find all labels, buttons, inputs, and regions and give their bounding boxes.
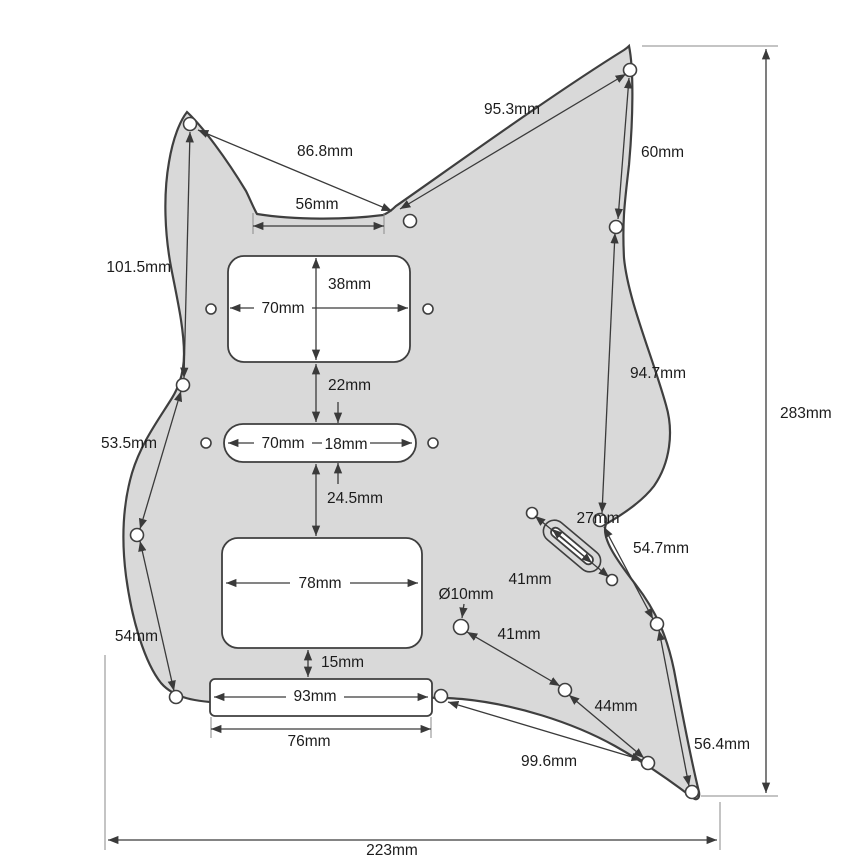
dimension-label: 44mm [594,698,637,715]
label-background [290,573,350,593]
dim-95-3mm: 95.3mm [399,73,627,210]
dimension-label: 54.7mm [633,540,689,557]
dimension-label: 56.4mm [694,736,750,753]
dimension-label: 95.3mm [484,101,540,118]
dimension-label: 53.5mm [101,435,157,452]
dim-10mm: Ø10mm [438,586,494,619]
dimension-label: 223mm [366,842,418,859]
dimension-label: Ø10mm [438,586,493,603]
screw-hole [684,784,700,800]
dimension-label: 70mm [261,300,304,317]
label-background [254,433,312,453]
dimension-label: 41mm [497,626,540,643]
dim-76mm: 76mm [210,717,432,750]
dim-94-7mm: 94.7mm [598,232,686,514]
dim-22mm: 22mm [311,364,371,422]
screw-hole [182,116,198,132]
pickup-mount-hole [422,303,434,315]
dim-15mm: 15mm [303,650,364,677]
dimension-label: 27mm [576,510,619,527]
dimension-line [138,390,183,530]
screw-hole [649,616,665,632]
dimension-line [138,540,176,692]
dim-60mm: 60mm [614,77,684,220]
slot-screw-hole [525,506,539,520]
pickup-mount-hole [427,437,439,449]
dimension-label: 94.7mm [630,365,686,382]
dim-283mm: 283mm [642,45,832,797]
dimension-label: 22mm [328,377,371,394]
dim-78mm: 78mm [226,573,418,593]
dimension-label: 78mm [298,575,341,592]
dimension-label: 86.8mm [297,143,353,160]
pickup-mount-hole [200,437,212,449]
dimension-label: 283mm [780,405,832,422]
ground-hole [452,618,470,636]
dimension-label: 15mm [321,654,364,671]
dimension-line [399,73,627,210]
dimension-label: 70mm [261,435,304,452]
dim-53-5mm: 53.5mm [101,390,183,530]
dim-56-4mm: 56.4mm [656,629,750,787]
pickup-mount-hole [205,303,217,315]
dimension-label: 38mm [328,276,371,293]
dimension-line [534,515,610,578]
dimension-label: 93mm [293,688,336,705]
dim-41mm-slot: 41mm [508,515,610,588]
dim-86-8mm: 86.8mm [197,129,393,212]
dimension-line [180,131,194,379]
screw-hole [640,755,656,771]
screw-hole [608,219,624,235]
dim-101-5mm: 101.5mm [106,131,194,379]
dimension-label: 41mm [508,571,551,588]
dimension-label: 76mm [287,733,330,750]
dimension-label: 18mm [324,436,367,453]
screw-hole [622,62,638,78]
dim-54-7mm: 54.7mm [603,526,689,620]
screw-hole [129,527,145,543]
dimension-label: 54mm [115,628,158,645]
dim-223mm: 223mm [104,655,721,859]
dim-18mm: 18mm [322,402,370,484]
dim-70mm-mid: 70mm [228,433,412,453]
dimension-label: 60mm [641,144,684,161]
dimension-label: 101.5mm [106,259,171,276]
screw-hole [433,688,449,704]
dimension-label: 24.5mm [327,490,383,507]
screw-hole [557,682,573,698]
label-background [254,298,312,318]
dimension-label: 99.6mm [521,753,577,770]
dimension-line [603,526,654,620]
leader-line [459,603,468,619]
dim-41mm-hole: 41mm [466,626,561,687]
dimension-line [598,232,619,514]
dim-70mm-top: 70mm [230,298,408,318]
screw-holes [129,62,700,800]
dimension-line [656,629,692,787]
dimension-label: 56mm [295,196,338,213]
dim-56mm: 56mm [252,196,385,234]
dimension-line [614,77,633,220]
dim-99-6mm: 99.6mm [447,700,643,770]
dimension-line [447,700,643,762]
screw-hole [402,213,418,229]
screw-hole [168,689,184,705]
dimension-line [466,631,561,687]
label-background [322,434,370,453]
dim-54mm: 54mm [115,540,176,692]
dimension-line [197,129,393,212]
dim-93mm: 93mm [214,686,428,706]
label-background [286,686,344,706]
dim-24-5mm: 24.5mm [311,464,383,536]
screw-hole [175,377,191,393]
